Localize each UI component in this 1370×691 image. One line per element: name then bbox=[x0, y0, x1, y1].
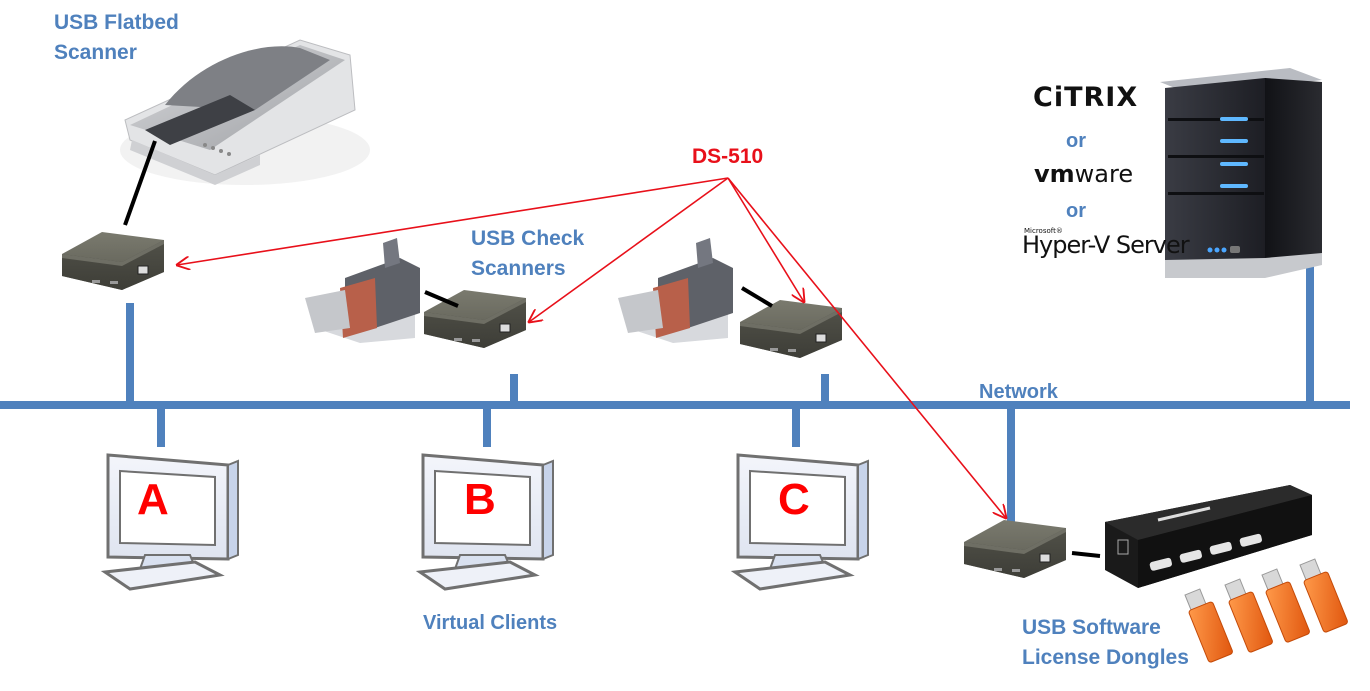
usb-symbol-icon bbox=[1157, 506, 1211, 522]
drop-ds510-check-1 bbox=[510, 374, 518, 404]
check-scanners-label-line2: Scanners bbox=[471, 257, 566, 280]
ds510-device-check-2 bbox=[740, 300, 842, 358]
vmware-logo: vmware bbox=[1034, 160, 1133, 188]
virtual-clients-label: Virtual Clients bbox=[423, 612, 558, 634]
or-label-2: or bbox=[1066, 200, 1086, 222]
server-icon bbox=[1160, 68, 1322, 278]
arrow-to-ds510-check-2 bbox=[727, 177, 804, 302]
check-scanners-label: USB Check Scanners bbox=[471, 224, 584, 284]
usb-dongle-icon-1 bbox=[1184, 588, 1233, 663]
drop-ds510-flatbed bbox=[126, 303, 134, 403]
vmware-logo-bold: vm bbox=[1034, 160, 1075, 188]
flatbed-scanner-label: USB Flatbed Scanner bbox=[54, 8, 179, 68]
network-bus-line bbox=[0, 401, 1350, 409]
network-label: Network bbox=[979, 381, 1058, 403]
flatbed-scanner-label-line1: USB Flatbed bbox=[54, 11, 179, 34]
ds510-label: DS-510 bbox=[692, 145, 764, 168]
drop-client-a bbox=[157, 407, 165, 447]
drop-client-b bbox=[483, 407, 491, 447]
usb-dongle-icon-2 bbox=[1224, 578, 1273, 653]
dongles-label: USB Software License Dongles bbox=[1022, 613, 1189, 673]
ds510-device-flatbed bbox=[62, 232, 164, 290]
ds510-device-dongles bbox=[964, 520, 1066, 578]
vmware-logo-rest: ware bbox=[1074, 160, 1134, 188]
client-c-letter: C bbox=[778, 475, 810, 524]
arrow-to-ds510-flatbed bbox=[177, 177, 729, 265]
client-monitor-c-icon bbox=[730, 453, 869, 591]
flatbed-scanner-icon bbox=[120, 39, 370, 185]
usb-cable-hub bbox=[1071, 551, 1101, 558]
client-monitor-b-icon bbox=[415, 453, 554, 591]
usb-cable-check-2 bbox=[740, 286, 774, 308]
citrix-logo: CiTRIX bbox=[1033, 82, 1139, 113]
usb-cable-check-1 bbox=[424, 290, 459, 308]
client-b-letter: B bbox=[464, 475, 496, 524]
usb-hub-icon bbox=[1105, 485, 1312, 588]
drop-client-c bbox=[792, 407, 800, 447]
microsoft-label: Microsoft® bbox=[1024, 227, 1063, 235]
drop-server bbox=[1306, 264, 1314, 404]
dongles-label-line1: USB Software bbox=[1022, 616, 1161, 639]
client-a-letter: A bbox=[137, 475, 169, 524]
arrow-to-ds510-dongles bbox=[727, 177, 1006, 518]
drop-ds510-check-2 bbox=[821, 374, 829, 404]
arrow-to-ds510-check-1 bbox=[529, 177, 729, 322]
check-scanner-icon-1 bbox=[305, 238, 420, 343]
network-backbone bbox=[0, 264, 1350, 522]
usb-dongle-icon-3 bbox=[1261, 568, 1310, 643]
usb-cable-flatbed bbox=[123, 140, 157, 226]
drop-ds510-dongles bbox=[1007, 407, 1015, 522]
usb-dongle-icon-4 bbox=[1299, 558, 1348, 633]
or-label-1: or bbox=[1066, 130, 1086, 152]
flatbed-scanner-label-line2: Scanner bbox=[54, 41, 137, 64]
dongles-label-line2: License Dongles bbox=[1022, 646, 1189, 669]
check-scanner-icon-2 bbox=[618, 238, 733, 343]
client-monitor-a-icon bbox=[100, 453, 239, 591]
ds510-arrows bbox=[177, 177, 1006, 518]
check-scanners-label-line1: USB Check bbox=[471, 227, 585, 250]
hyperv-logo: Hyper-V Server bbox=[1022, 231, 1190, 259]
